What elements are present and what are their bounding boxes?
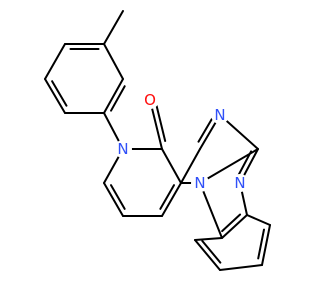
bond-17-double-line bbox=[197, 116, 214, 143]
bond-10 bbox=[103, 182, 124, 217]
nitrogen-atom-label: N bbox=[234, 174, 245, 192]
nitrogen-atom-label: N bbox=[117, 140, 128, 158]
bond-12-double-line bbox=[159, 184, 176, 210]
bond-10-double-line bbox=[109, 184, 126, 210]
bond-21 bbox=[199, 148, 259, 184]
nitrogen-atom-label: N bbox=[194, 174, 205, 192]
bond-24 bbox=[221, 214, 248, 239]
bond-4 bbox=[44, 78, 66, 114]
bond-24-double-line bbox=[221, 213, 242, 233]
bond-7 bbox=[103, 43, 124, 80]
atom-backdrop-a19 bbox=[191, 174, 209, 192]
atom-backdrop-a14 bbox=[141, 91, 159, 109]
bond-3 bbox=[44, 43, 66, 80]
bond-19-double-line bbox=[237, 150, 253, 177]
atom-backdrop-a16 bbox=[211, 106, 229, 124]
bond-27 bbox=[219, 264, 263, 271]
bond-4-double-line bbox=[51, 80, 68, 107]
atom-backdrop-a18 bbox=[231, 174, 249, 192]
oxygen-atom-label: O bbox=[144, 91, 156, 109]
atom-backdrop-a8 bbox=[114, 140, 132, 158]
bond-26-double-line bbox=[257, 228, 265, 260]
bond-29 bbox=[194, 237, 223, 241]
atom-label-layer: N O N N N bbox=[114, 91, 249, 192]
bond-28 bbox=[194, 239, 221, 271]
bond-26 bbox=[261, 224, 271, 266]
bond-15-double-line bbox=[155, 104, 167, 142]
bond-25 bbox=[246, 214, 271, 226]
molecule-structure: N O N N N bbox=[44, 10, 271, 271]
nitrogen-atom-label: N bbox=[214, 106, 225, 124]
bond-6-double-line bbox=[110, 85, 126, 112]
bond-23 bbox=[199, 182, 223, 239]
bond-1 bbox=[103, 10, 124, 45]
bond-16 bbox=[180, 148, 201, 184]
bond-28-double-line bbox=[201, 240, 222, 264]
bond-12 bbox=[161, 182, 182, 217]
bond-13 bbox=[161, 148, 182, 184]
bond-6 bbox=[103, 78, 124, 114]
